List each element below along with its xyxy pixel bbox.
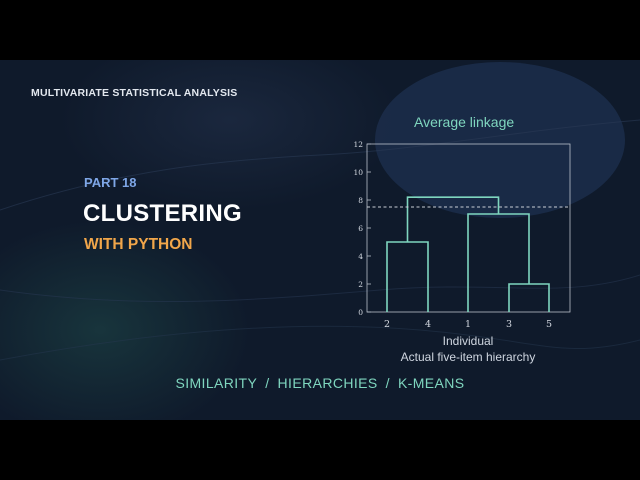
y-tick-label: 4 [358, 252, 363, 261]
topic-separator: / [265, 375, 270, 391]
y-tick-label: 0 [358, 308, 363, 317]
topic-similarity: SIMILARITY [175, 375, 258, 391]
y-tick-label: 10 [353, 168, 363, 177]
dendrogram-chart: 0 2 4 6 8 10 12 2 4 1 3 5 [353, 140, 571, 330]
dendrogram-link-1 [508, 283, 550, 312]
x-tick-label-5: 5 [546, 319, 552, 330]
x-tick-label-2: 2 [384, 319, 390, 330]
x-tick-label-1: 1 [465, 319, 471, 330]
y-tick-label: 6 [358, 224, 363, 233]
x-tick-label-4: 4 [425, 319, 431, 330]
x-tick-label-3: 3 [506, 319, 512, 330]
background-decoration [0, 60, 640, 420]
wave-line-1 [0, 119, 640, 211]
y-tick-label: 12 [353, 140, 363, 149]
x-axis-label: Individual [442, 334, 494, 348]
chart-title: Average linkage [414, 114, 515, 130]
topic-list: SIMILARITY / HIERARCHIES / K-MEANS [0, 375, 640, 391]
video-frame: MULTIVARIATE STATISTICAL ANALYSIS PART 1… [0, 60, 640, 420]
y-tick-label: 2 [358, 280, 363, 289]
dendrogram-link-3 [467, 213, 530, 312]
part-number: PART 18 [84, 175, 137, 190]
wave-line-3 [0, 325, 640, 361]
chart-caption: Actual five-item hierarchy [400, 350, 536, 364]
topic-hierarchies: HIERARCHIES [277, 375, 378, 391]
topic-k-means: K-MEANS [397, 375, 465, 391]
main-title: CLUSTERING [83, 200, 242, 227]
glow-top-left [60, 60, 400, 210]
subtitle: WITH PYTHON [84, 236, 193, 253]
glow-bottom-left [0, 220, 250, 420]
topic-separator: / [385, 375, 390, 391]
glow-top-right [375, 62, 625, 218]
series-label: MULTIVARIATE STATISTICAL ANALYSIS [31, 87, 238, 99]
y-tick-label: 8 [358, 196, 363, 205]
dendrogram-link-4 [406, 196, 500, 242]
dendrogram-link-2 [386, 241, 429, 312]
wave-line-2 [0, 274, 640, 303]
